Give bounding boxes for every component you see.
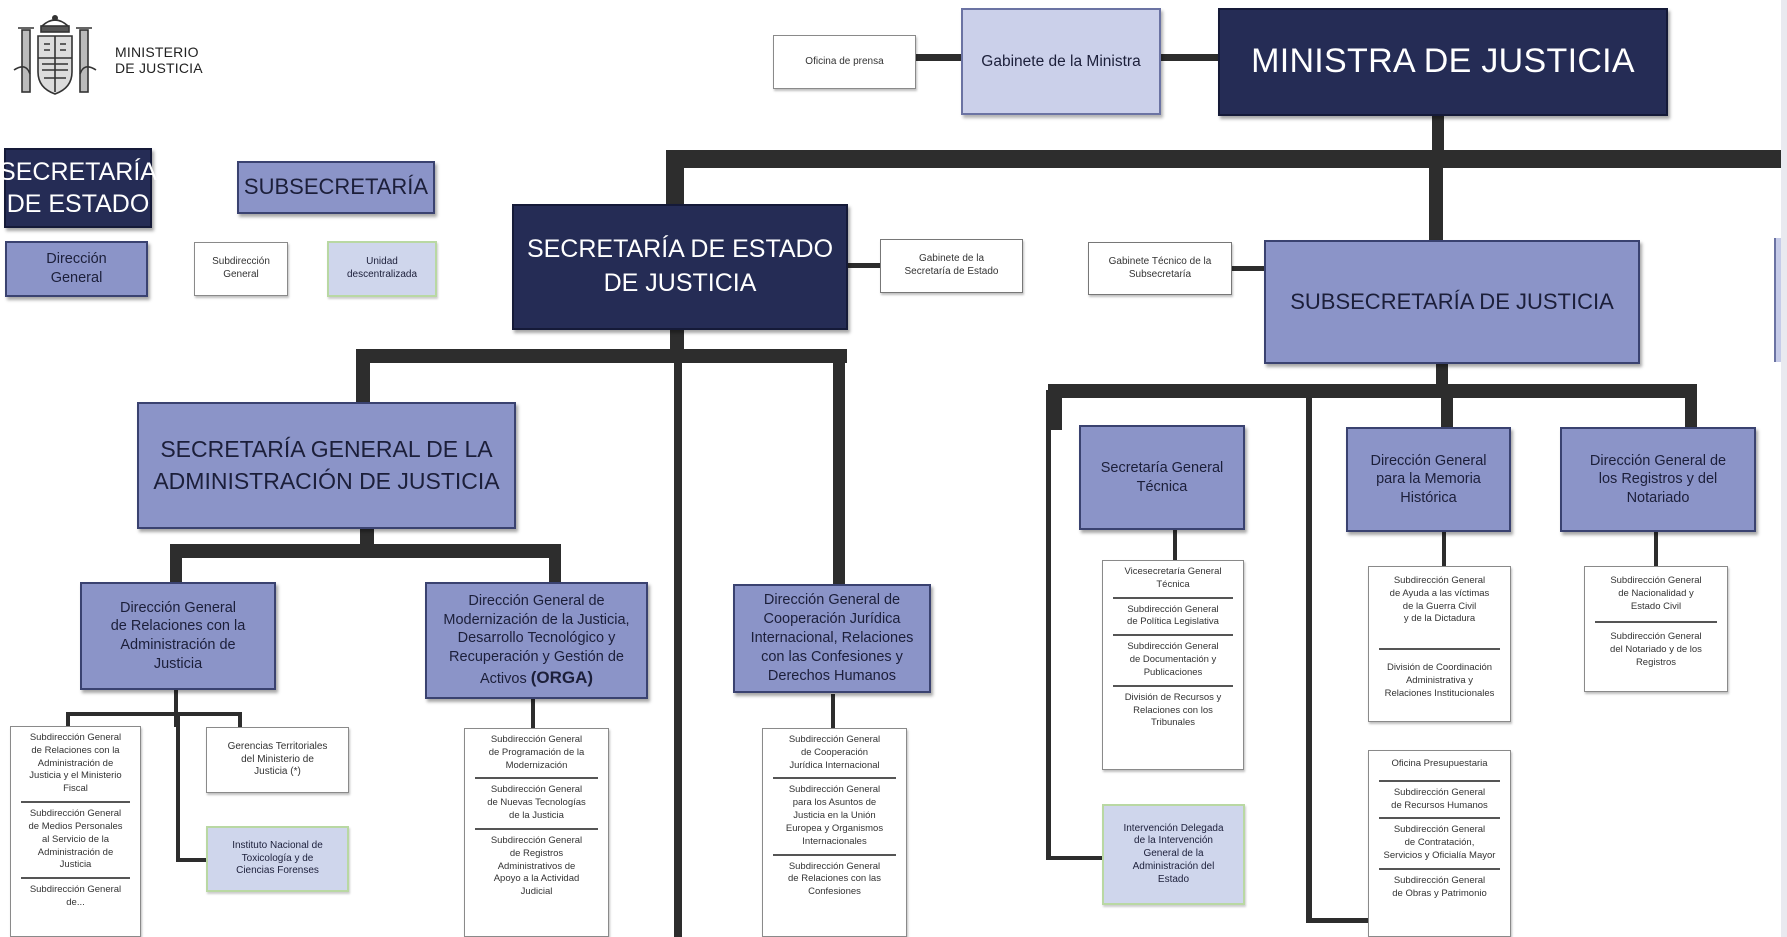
connector [831, 694, 835, 729]
dg-memoria-historica-box: Dirección General para la Memoria Histór… [1346, 427, 1511, 532]
coat-of-arms-logo [13, 15, 97, 95]
subsecretaria-justicia-box: SUBSECRETARÍA DE JUSTICIA [1264, 240, 1640, 364]
legend-subdireccion-general: Subdirección General [194, 242, 288, 296]
subdireccion-item: Subdirección General para los Asuntos de… [773, 779, 896, 856]
connector [1441, 384, 1453, 430]
connector [1046, 390, 1316, 394]
dg-registros-subdirecciones: Subdirección General de Nacionalidad y E… [1584, 566, 1728, 692]
connector [674, 349, 682, 937]
intervencion-delegada-box: Intervención Delegada de la Intervención… [1102, 804, 1245, 905]
subdireccion-item: Subdirección General de Documentación y … [1113, 636, 1233, 687]
connector [1654, 528, 1658, 566]
connector [238, 712, 242, 728]
subdireccion-item: División de Recursos y Relaciones con lo… [1124, 691, 1222, 729]
dg-modernizacion-title: Dirección General de Modernización de la… [443, 592, 629, 689]
connector [176, 858, 206, 862]
connector [1160, 54, 1220, 61]
dg-modernizacion-subdirecciones: Subdirección General de Programación de … [464, 728, 609, 937]
dg-modernizacion-title-orga: (ORGA) [530, 668, 594, 688]
subdireccion-item: Oficina Presupuestaria [1379, 751, 1500, 782]
connector [1429, 166, 1443, 241]
connector [1231, 266, 1265, 271]
dg-relaciones-subdirecciones: Subdirección General de Relaciones con l… [10, 726, 141, 937]
connector [1173, 525, 1177, 565]
connector [1436, 362, 1448, 386]
oficina-prensa-box: Oficina de prensa [773, 35, 916, 89]
connector [846, 263, 881, 268]
page-edge [1781, 0, 1787, 937]
connector [66, 712, 70, 728]
subdireccion-item: Vicesecretaría General Técnica [1113, 561, 1233, 599]
connector [1432, 116, 1444, 156]
connector [1306, 918, 1368, 923]
ministry-name-line1: MINISTERIO [115, 44, 199, 60]
connector [1048, 384, 1062, 430]
connector [666, 150, 684, 207]
connector [1442, 528, 1446, 566]
subdireccion-item: Subdirección General de Política Legisla… [1113, 599, 1233, 637]
legend-unidad-descentralizada: Unidad descentralizada [327, 241, 437, 297]
gabinete-secretaria-estado-box: Gabinete de la Secretaría de Estado [880, 239, 1023, 293]
secretaria-general-admin-justicia-box: SECRETARÍA GENERAL DE LA ADMINISTRACIÓN … [137, 402, 516, 529]
subdireccion-item: Subdirección General de Relaciones con l… [21, 727, 130, 804]
connector [1306, 386, 1312, 922]
connector [666, 150, 1787, 168]
connector [66, 712, 242, 716]
subdireccion-item: Subdirección General de Medios Personale… [21, 803, 130, 880]
subdireccion-item: Subdirección General de Obras y Patrimon… [1392, 874, 1487, 899]
subdireccion-item: Subdirección General de Ayuda a las víct… [1379, 567, 1500, 651]
subdireccion-item: Subdirección General de Nacionalidad y E… [1595, 567, 1717, 624]
subdireccion-item: Subdirección General de Cooperación Jurí… [773, 729, 896, 780]
sg-tecnica-subdirecciones: Vicesecretaría General Técnica Subdirecc… [1102, 560, 1244, 770]
subdireccion-item: Subdirección General de Registros Admini… [490, 834, 583, 898]
ministry-name: MINISTERIO DE JUSTICIA [115, 44, 203, 76]
subdireccion-item: Subdirección General de Programación de … [475, 729, 598, 780]
subsecretaria-units: Oficina Presupuestaria Subdirección Gene… [1368, 750, 1511, 937]
connector [833, 349, 845, 611]
legend-direccion-general: Dirección General [5, 241, 148, 297]
subdireccion-item: Subdirección General del Notariado y de … [1610, 631, 1702, 669]
instituto-toxicologia-box: Instituto Nacional de Toxicología y de C… [206, 826, 349, 892]
subdireccion-item: Subdirección General de... [29, 884, 122, 908]
legend-subsecretaria: SUBSECRETARÍA [237, 161, 435, 214]
ministra-box: MINISTRA DE JUSTICIA [1218, 8, 1668, 116]
connector [174, 690, 178, 727]
dg-relaciones-admin-justicia-box: Dirección General de Relaciones con la A… [80, 582, 276, 690]
connector [356, 349, 847, 363]
connector [1685, 384, 1697, 430]
connector [549, 544, 561, 584]
legend-secretaria-estado: SECRETARÍA DE ESTADO [0, 148, 157, 228]
connector [1048, 384, 1697, 398]
connector [1046, 390, 1051, 860]
subdireccion-item: Subdirección General de Nuevas Tecnologí… [475, 779, 598, 830]
dg-registros-notariado-box: Dirección General de los Registros y del… [1560, 427, 1756, 532]
connector [170, 544, 560, 558]
secretaria-general-tecnica-box: Secretaría General Técnica [1079, 425, 1245, 530]
subdireccion-item: Subdirección General de Relaciones con l… [788, 860, 881, 898]
secretaria-estado-justicia-box: SECRETARÍA DE ESTADO DE JUSTICIA [512, 204, 848, 330]
dg-modernizacion-box: Dirección General de Modernización de la… [425, 582, 648, 699]
dg-memoria-subdirecciones: Subdirección General de Ayuda a las víct… [1368, 566, 1511, 722]
ministry-name-line2: DE JUSTICIA [115, 60, 203, 77]
connector [356, 349, 370, 404]
connector [176, 712, 180, 862]
gerencias-territoriales-box: Gerencias Territoriales del Ministerio d… [206, 727, 349, 793]
dg-cooperacion-juridica-box: Dirección General de Cooperación Jurídic… [733, 584, 931, 693]
connector [531, 694, 535, 729]
connector [914, 54, 979, 61]
subdireccion-item: Subdirección General de Recursos Humanos [1379, 782, 1500, 820]
subdireccion-item: Subdirección General de Contratación, Se… [1379, 819, 1500, 870]
connector [1046, 856, 1103, 860]
dg-cooperacion-subdirecciones: Subdirección General de Cooperación Jurí… [762, 728, 907, 937]
connector [670, 330, 684, 353]
dg-modernizacion-title-main: Dirección General de Modernización de la… [443, 592, 630, 688]
connector [170, 544, 182, 584]
subdireccion-item: División de Coordinación Administrativa … [1384, 662, 1495, 699]
gabinete-ministra-box: Gabinete de la Ministra [961, 8, 1161, 115]
gabinete-tecnico-subsecretaria-box: Gabinete Técnico de la Subsecretaría [1088, 242, 1232, 295]
